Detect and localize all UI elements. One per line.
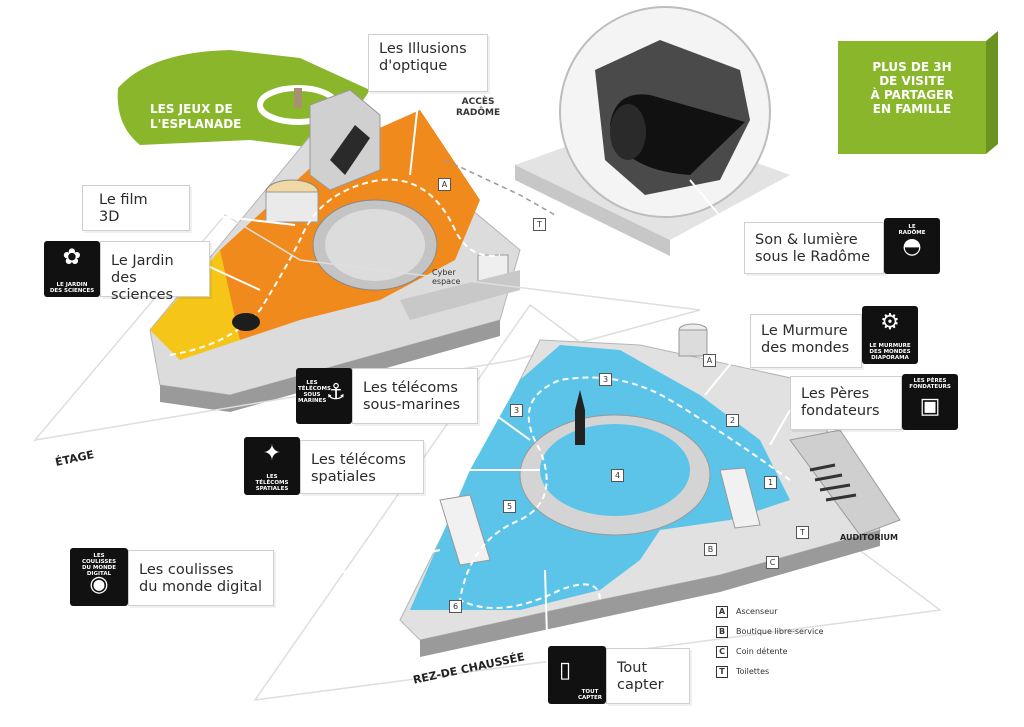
badge-tout-capter-text: TOUT CAPTER <box>577 689 603 701</box>
visit-duration-box: PLUS DE 3H DE VISITE À PARTAGER EN FAMIL… <box>838 31 998 154</box>
badge-jardin-text: LE JARDIN DES SCIENCES <box>49 282 95 294</box>
auditorium-block <box>789 429 901 536</box>
callout-pointers <box>189 84 791 671</box>
ground-visitor-path <box>458 376 791 609</box>
callout-telecoms-sous-marines: Les télécoms sous-marines <box>352 368 478 424</box>
legend-row: A Ascenseur <box>716 604 824 619</box>
badge-sous-marines-text: LES TÉLÉCOMS SOUS MARINES <box>298 380 331 404</box>
legend-label: Coin détente <box>736 647 788 656</box>
badge-telecoms-sous-marines: LES TÉLÉCOMS SOUS MARINES ⚓ <box>296 368 352 424</box>
callout-radome: Son & lumière sous le Radôme <box>744 222 884 274</box>
zone-number: 3 <box>599 373 612 386</box>
upper-dark-object <box>330 125 370 175</box>
visit-duration-text: PLUS DE 3H DE VISITE À PARTAGER EN FAMIL… <box>870 60 954 116</box>
ground-stairs-left <box>439 494 491 566</box>
callout-murmure-mondes: Le Murmure des mondes <box>750 314 862 368</box>
callout-telecoms-spatiales: Les télécoms spatiales <box>300 440 424 494</box>
badge-spatiales-text: LES TÉLÉCOMS SPATIALES <box>255 474 289 492</box>
radome-antenna <box>610 94 745 175</box>
acces-radome-label: ACCÈS RADÔME <box>456 97 501 118</box>
upper-walkway <box>400 270 520 320</box>
film-3d-cylinder-body <box>265 191 319 223</box>
legend-row: C Coin détente <box>716 644 824 659</box>
map-key: T <box>533 218 546 231</box>
legend-label: Boutique libre-service <box>736 627 824 636</box>
satellite-icon: ✦ <box>262 441 282 466</box>
badge-coulisses-text: LES COULISSES DU MONDE DIGITAL <box>81 553 117 577</box>
legend-row: B Boutique libre-service <box>716 624 824 639</box>
legend-label: Ascenseur <box>736 607 778 616</box>
badge-radome: ◓ LE RADÔME <box>884 218 940 274</box>
visit-duration-box-face <box>838 41 986 154</box>
badge-tout-capter: ▯ TOUT CAPTER <box>548 646 606 704</box>
zone-number: 1 <box>764 476 777 489</box>
map-key: A <box>703 354 716 367</box>
callout-tout-capter: Tout capter <box>606 648 690 704</box>
legend-row: T Toilettes <box>716 664 824 679</box>
legend-label: Toilettes <box>736 667 770 676</box>
legend-key: A <box>716 605 728 618</box>
auditorium-seats <box>809 463 857 502</box>
legend-key: B <box>716 625 728 638</box>
ground-stairs-right <box>719 467 761 529</box>
plant-icon: ✿ <box>62 245 82 270</box>
zone-number: 2 <box>726 414 739 427</box>
badge-coulisses-digital: ◉ LES COULISSES DU MONDE DIGITAL <box>70 548 128 606</box>
esplanade-statue <box>294 88 302 108</box>
upper-camera-object <box>232 313 260 331</box>
callout-jardin-sciences: Le Jardin des sciences <box>100 241 210 303</box>
callout-coulisses-digital: Les coulisses du monde digital <box>128 550 274 606</box>
callout-illusions-optique: Les Illusions d'optique <box>368 34 488 92</box>
ground-floor-wall <box>420 530 880 657</box>
portrait-icon: ▣ <box>919 394 941 419</box>
callout-peres-fondateurs: Les Pères fondateurs <box>790 376 902 430</box>
zone-number: 3 <box>510 404 523 417</box>
radome-icon: ◓ <box>902 234 922 259</box>
legend-key: C <box>716 645 728 658</box>
badge-murmure-mondes: ⚙ LE MURMURE DES MONDES DIAPORAMA <box>862 306 918 364</box>
map-legend: A Ascenseur B Boutique libre-service C C… <box>716 604 824 684</box>
badge-radome-text: LE RADÔME <box>898 224 926 236</box>
legend-key: T <box>716 665 728 678</box>
ground-cylinder-body <box>678 329 708 357</box>
phone-icon: ▯ <box>558 658 572 683</box>
radome-access-path <box>444 159 556 216</box>
globe-icon: ◉ <box>89 572 109 597</box>
esplanade-label: LES JEUX DE L'ESPLANADE <box>150 102 242 131</box>
auditorium-label: AUDITORIUM <box>840 533 898 542</box>
projector-icon: ⚙ <box>880 310 900 335</box>
cyber-espace-label: Cyber espace <box>432 268 461 286</box>
badge-peres-fondateurs: LES PÈRES FONDATEURS ▣ <box>902 374 958 430</box>
map-key: B <box>704 543 717 556</box>
zone-number: 4 <box>611 469 624 482</box>
map-key: T <box>796 526 809 539</box>
esplanade-lawn <box>117 50 370 150</box>
upper-floor-wall <box>160 320 500 412</box>
radome-antenna-dish <box>610 104 646 160</box>
map-key: C <box>766 556 779 569</box>
visit-duration-box-side <box>986 31 998 154</box>
callout-film-3d: Le film 3D <box>82 185 190 231</box>
zone-number: 6 <box>449 600 462 613</box>
badge-murmure-text: LE MURMURE DES MONDES DIAPORAMA <box>869 343 911 361</box>
zone-number: 5 <box>503 500 516 513</box>
upper-round-room-inner <box>325 209 425 281</box>
badge-jardin-sciences: ✿ LE JARDIN DES SCIENCES <box>44 241 100 297</box>
anchor-icon: ⚓ <box>326 380 346 405</box>
badge-telecoms-spatiales: ✦ LES TÉLÉCOMS SPATIALES <box>244 437 300 495</box>
map-key: A <box>438 178 451 191</box>
rocket <box>575 390 585 445</box>
radome-base-side <box>515 165 670 256</box>
badge-peres-text: LES PÈRES FONDATEURS <box>909 378 951 390</box>
